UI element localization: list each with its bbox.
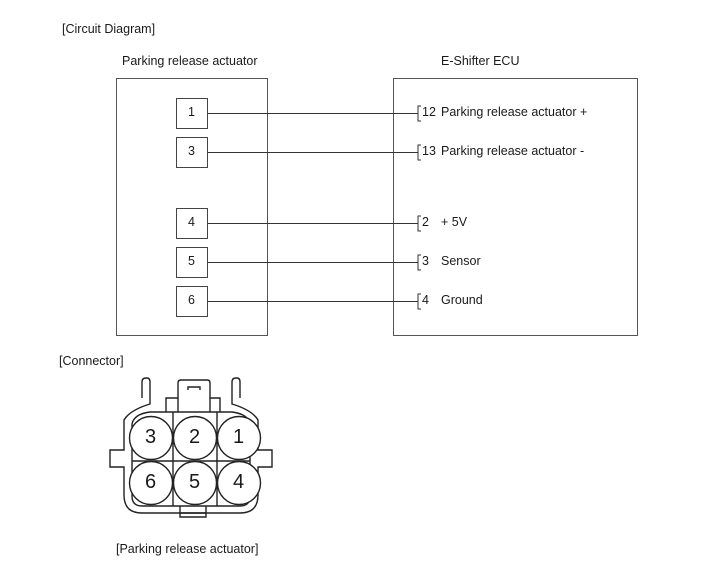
actuator-pin-box [176, 208, 208, 239]
connector-cavity-number: 6 [145, 471, 157, 493]
actuator-pin-box [176, 247, 208, 278]
actuator-pin-number: 6 [188, 293, 195, 307]
ecu-terminal-label: + 5V [441, 215, 468, 229]
terminal-bracket [417, 105, 421, 122]
terminal-bracket [417, 144, 421, 161]
connector-cavity-number: 4 [233, 471, 245, 493]
ecu-terminal-label: Sensor [441, 254, 481, 268]
ecu-terminal-number: 13 [422, 144, 436, 158]
circuit-diagram-title: [Circuit Diagram] [62, 22, 156, 36]
connector-cavity-number: 2 [189, 426, 201, 448]
connector-title: [Connector] [59, 354, 124, 368]
actuator-pin-number: 5 [188, 254, 195, 268]
connector-cavity-number: 1 [233, 426, 245, 448]
terminal-bracket [417, 293, 421, 310]
connector-cavity-number: 3 [145, 426, 157, 448]
ecu-box [393, 78, 638, 336]
ecu-terminal-label: Parking release actuator - [441, 144, 585, 158]
ecu-terminal-label: Ground [441, 293, 483, 307]
ecu-terminal-number: 3 [422, 254, 429, 268]
ecu-terminal-number: 4 [422, 293, 429, 307]
actuator-pin-number: 4 [188, 215, 195, 229]
terminal-bracket [417, 215, 421, 232]
actuator-pin-number: 1 [188, 105, 195, 119]
terminal-bracket [417, 254, 421, 271]
actuator-box [116, 78, 268, 336]
connector-caption: [Parking release actuator] [116, 542, 259, 556]
actuator-pin-number: 3 [188, 144, 195, 158]
ecu-terminal-number: 12 [422, 105, 436, 119]
ecu-terminal-label: Parking release actuator + [441, 105, 588, 119]
actuator-pin-box [176, 286, 208, 317]
actuator-pin-box [176, 137, 208, 168]
actuator-pin-box [176, 98, 208, 129]
connector-cavity-number: 5 [189, 471, 201, 493]
ecu-terminal-number: 2 [422, 215, 429, 229]
ecu-title: E-Shifter ECU [441, 54, 520, 68]
actuator-title: Parking release actuator [122, 54, 258, 68]
